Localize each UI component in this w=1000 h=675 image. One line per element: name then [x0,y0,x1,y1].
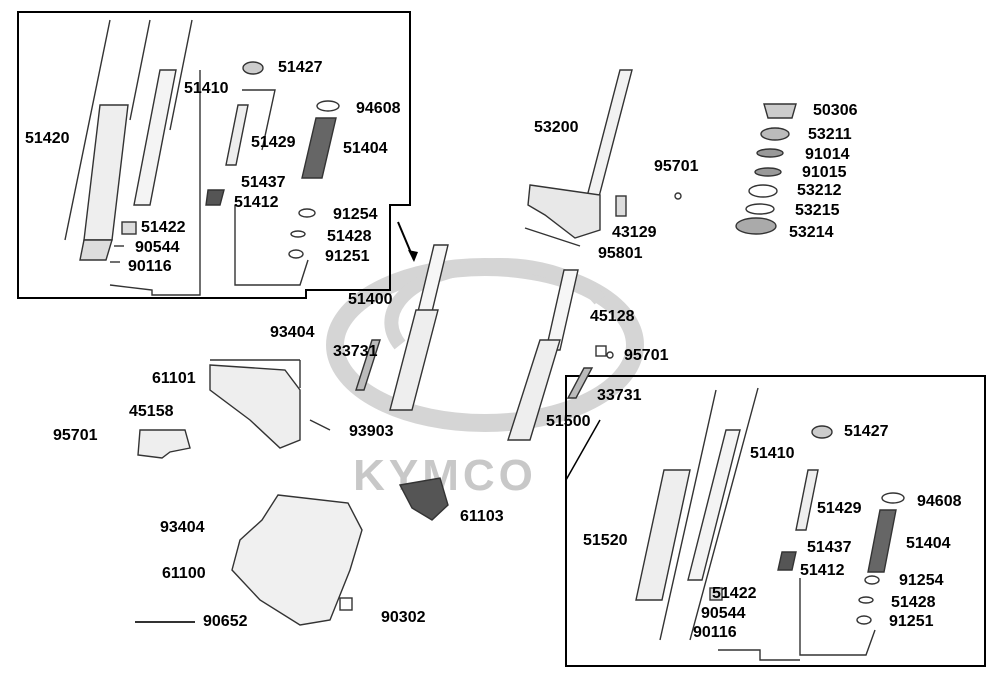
part-number-label: 51437 [241,174,286,191]
part-number-label: 51422 [141,219,186,236]
fork-assembly-51400 [355,244,449,411]
part-number-label: 91254 [899,572,944,589]
arrow-head [408,250,418,262]
fork-spring-right [709,425,905,661]
part-number-label: 45128 [590,308,635,325]
part-number-label: 51412 [800,562,845,579]
part-number-label: 90652 [203,613,248,630]
part-number-label: 51410 [184,80,229,97]
part-number-label: 93404 [160,519,205,536]
part-number-label: 91014 [805,146,850,163]
part-number-label: 93404 [270,324,315,341]
part-number-label: 45158 [129,403,174,420]
part-number-label: 51427 [278,59,323,76]
part-number-label: 90116 [693,624,737,641]
part-number-label: 91254 [333,206,378,223]
part-number-label: 51520 [583,532,628,549]
part-number-label: 94608 [917,493,962,510]
fork-assembly-51500 [507,269,614,441]
part-number-label: 53214 [789,224,834,241]
part-number-label: 51428 [891,594,936,611]
bearing-stack [674,103,797,235]
part-number-label: 91015 [802,164,847,181]
part-number-label: 95701 [53,427,98,444]
fork-outer-tube-left [64,19,151,261]
part-number-label: 91251 [889,613,934,630]
part-number-label: 51429 [251,134,296,151]
part-number-label: 90302 [381,609,426,626]
bracket-45158 [137,429,191,459]
part-number-label: 61101 [152,370,196,387]
part-number-label: 90116 [128,258,172,275]
part-number-label: 33731 [333,343,378,360]
part-number-label: 61100 [162,565,206,582]
part-number-label: 33731 [597,387,642,404]
detail-box-right-fork [565,375,986,667]
part-number-label: 51428 [327,228,372,245]
part-number-label: 51500 [546,413,591,430]
part-number-label: 53211 [808,126,852,143]
part-number-label: 53215 [795,202,840,219]
part-number-label: 51437 [807,539,852,556]
part-number-label: 95701 [624,347,669,364]
detail-box-left-fork [17,11,411,299]
bracket-61103 [398,477,449,521]
pointer-line-right-box [565,419,601,481]
fork-inner-tube-right [687,429,741,581]
part-number-label: 51422 [712,585,757,602]
part-number-label: 53212 [797,182,842,199]
inner-fender-61101 [209,359,331,449]
part-number-label: 51404 [343,140,388,157]
part-number-label: 51400 [348,291,393,308]
part-number-label: 95701 [654,158,699,175]
part-number-label: 90544 [701,605,746,622]
part-number-label: 61103 [460,508,504,525]
part-number-label: 93903 [349,423,394,440]
part-number-label: 94608 [356,100,401,117]
fork-spring-left [301,117,337,179]
fork-small-parts-left [109,61,340,296]
part-number-label: 51420 [25,130,70,147]
part-number-label: 51429 [817,500,862,517]
part-number-label: 50306 [813,102,858,119]
part-number-label: 53200 [534,119,579,136]
part-number-label: 51427 [844,423,889,440]
part-number-label: 43129 [612,224,657,241]
part-number-label: 51404 [906,535,951,552]
steering-stem-53200 [524,69,633,247]
part-number-label: 51412 [234,194,279,211]
part-number-label: 95801 [598,245,643,262]
fork-inner-tube-left [133,19,193,206]
part-number-label: 90544 [135,239,180,256]
kymco-watermark-logo [326,257,644,432]
fork-outer-tube-right [635,387,759,641]
front-fender-61100 [135,494,363,626]
part-number-label: 91251 [325,248,370,265]
part-number-label: 51410 [750,445,795,462]
